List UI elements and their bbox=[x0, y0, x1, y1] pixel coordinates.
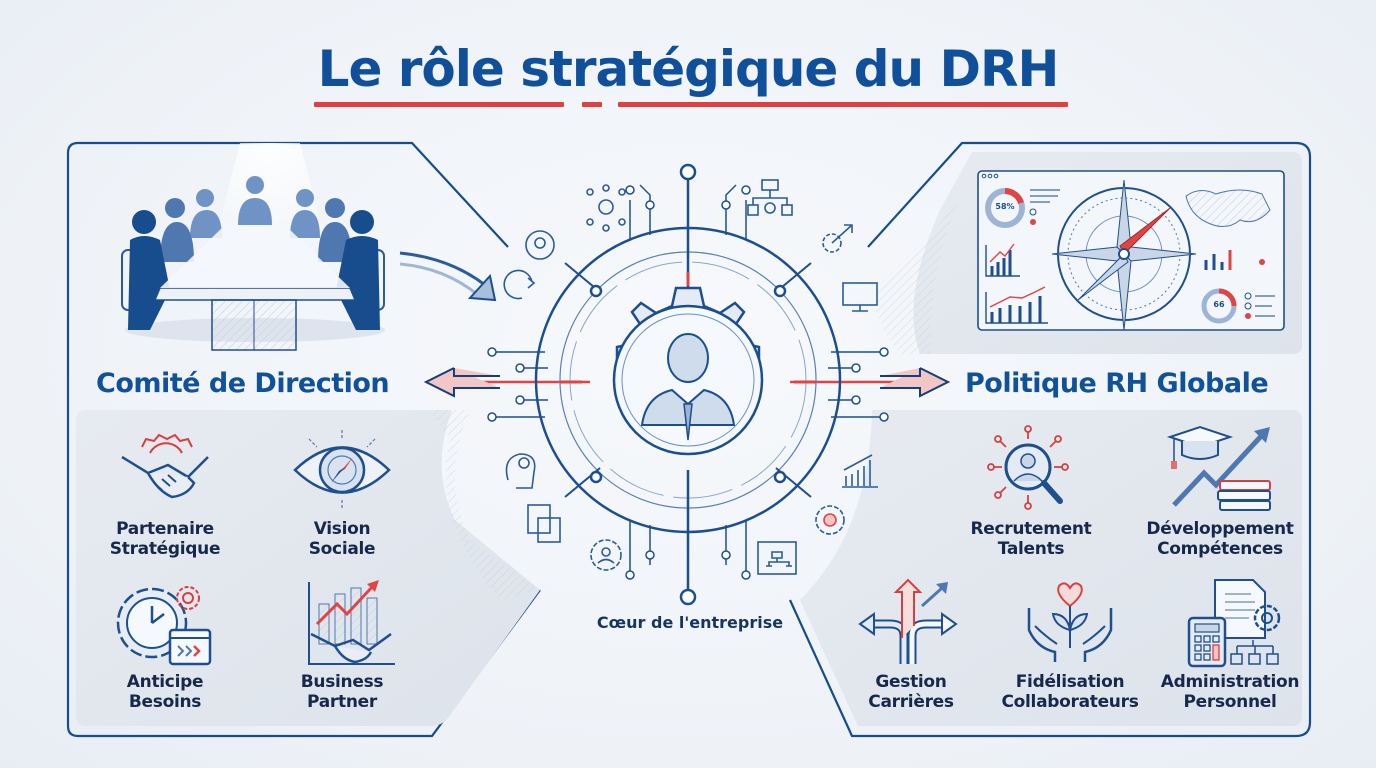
gear-person-icon bbox=[590, 539, 622, 571]
dashboard-compass-illustration bbox=[977, 170, 1285, 331]
boardroom-meeting-illustration bbox=[121, 143, 385, 351]
graduation-books-growth-icon bbox=[1166, 425, 1271, 511]
gear-arrow-up-icon bbox=[822, 224, 853, 253]
gear-pie-icon bbox=[815, 505, 845, 535]
eye-compass-icon bbox=[293, 430, 391, 510]
title-underline-segment-3 bbox=[618, 102, 1068, 107]
title-underline-segment-1 bbox=[314, 102, 564, 107]
right-panel-heading: Politique RH Globale bbox=[965, 368, 1269, 399]
growth-chart-icon bbox=[842, 454, 878, 488]
handshake-growth-chart-icon bbox=[308, 580, 395, 665]
curved-arrow-icon bbox=[399, 251, 497, 302]
gauge-top-value: 58% bbox=[995, 202, 1015, 211]
person-cycle-icon bbox=[525, 230, 555, 260]
network-node-icon bbox=[586, 184, 626, 232]
crossroads-arrows-icon bbox=[858, 578, 958, 664]
documents-icon bbox=[527, 504, 561, 543]
calculator-document-gear-icon bbox=[1187, 579, 1281, 668]
page-title: Le rôle stratégique du DRH bbox=[317, 40, 1060, 98]
hands-heart-plant-icon bbox=[1027, 582, 1113, 662]
refresh-cycle-icon bbox=[503, 269, 536, 300]
title-underline-segment-2 bbox=[582, 102, 602, 107]
center-caption: Cœur de l'entreprise bbox=[596, 613, 784, 632]
folder-org-icon bbox=[757, 541, 797, 575]
clock-gear-calendar-icon bbox=[116, 586, 212, 666]
central-hub-diagram bbox=[487, 163, 889, 606]
handshake-gear-icon bbox=[121, 433, 209, 499]
head-gear-icon bbox=[505, 453, 536, 489]
gauge-bottom-value: 66 bbox=[1213, 300, 1225, 309]
left-panel-heading: Comité de Direction bbox=[96, 368, 390, 399]
org-chart-person-icon bbox=[747, 179, 793, 216]
monitor-icon bbox=[842, 282, 878, 312]
magnifier-person-icon bbox=[987, 425, 1069, 510]
